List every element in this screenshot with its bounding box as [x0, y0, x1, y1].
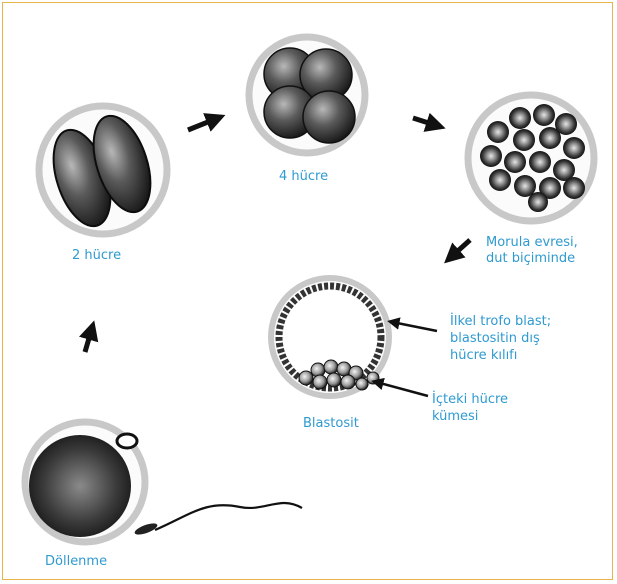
- inner-cell-annotation-line1: İçteki hücre: [432, 391, 508, 408]
- inner-cell-annotation-line2: kümesi: [432, 408, 478, 425]
- arrow-to-4cell: [188, 118, 218, 130]
- fertilization-label: Döllenme: [45, 553, 107, 570]
- trophoblast-annotation-line3: hücre kılıfı: [450, 347, 517, 364]
- fertilized-egg: [25, 422, 145, 542]
- four-cell-label: 4 hücre: [279, 168, 328, 185]
- morula-label-line2: dut biçiminde: [486, 250, 575, 267]
- trophoblast-annotation-line2: blastositin dış: [450, 330, 540, 347]
- inner-cell-pointer: [376, 382, 428, 396]
- arrow-to-2cell: [85, 328, 92, 352]
- morula-label-line1: Morula evresi,: [486, 234, 578, 251]
- blastocyst-label: Blastosit: [303, 415, 359, 432]
- two-cell-embryo: [39, 106, 167, 234]
- two-cell-label: 2 hücre: [72, 247, 121, 264]
- four-cell-embryo: [249, 37, 365, 153]
- arrow-to-blastocyst: [450, 240, 470, 258]
- trophoblast-pointer: [392, 322, 437, 331]
- blastocyst: [271, 278, 389, 396]
- morula: [468, 95, 594, 221]
- sperm-tail: [155, 503, 302, 530]
- arrow-to-morula: [413, 118, 438, 126]
- trophoblast-annotation-line1: İlkel trofo blast;: [450, 313, 551, 330]
